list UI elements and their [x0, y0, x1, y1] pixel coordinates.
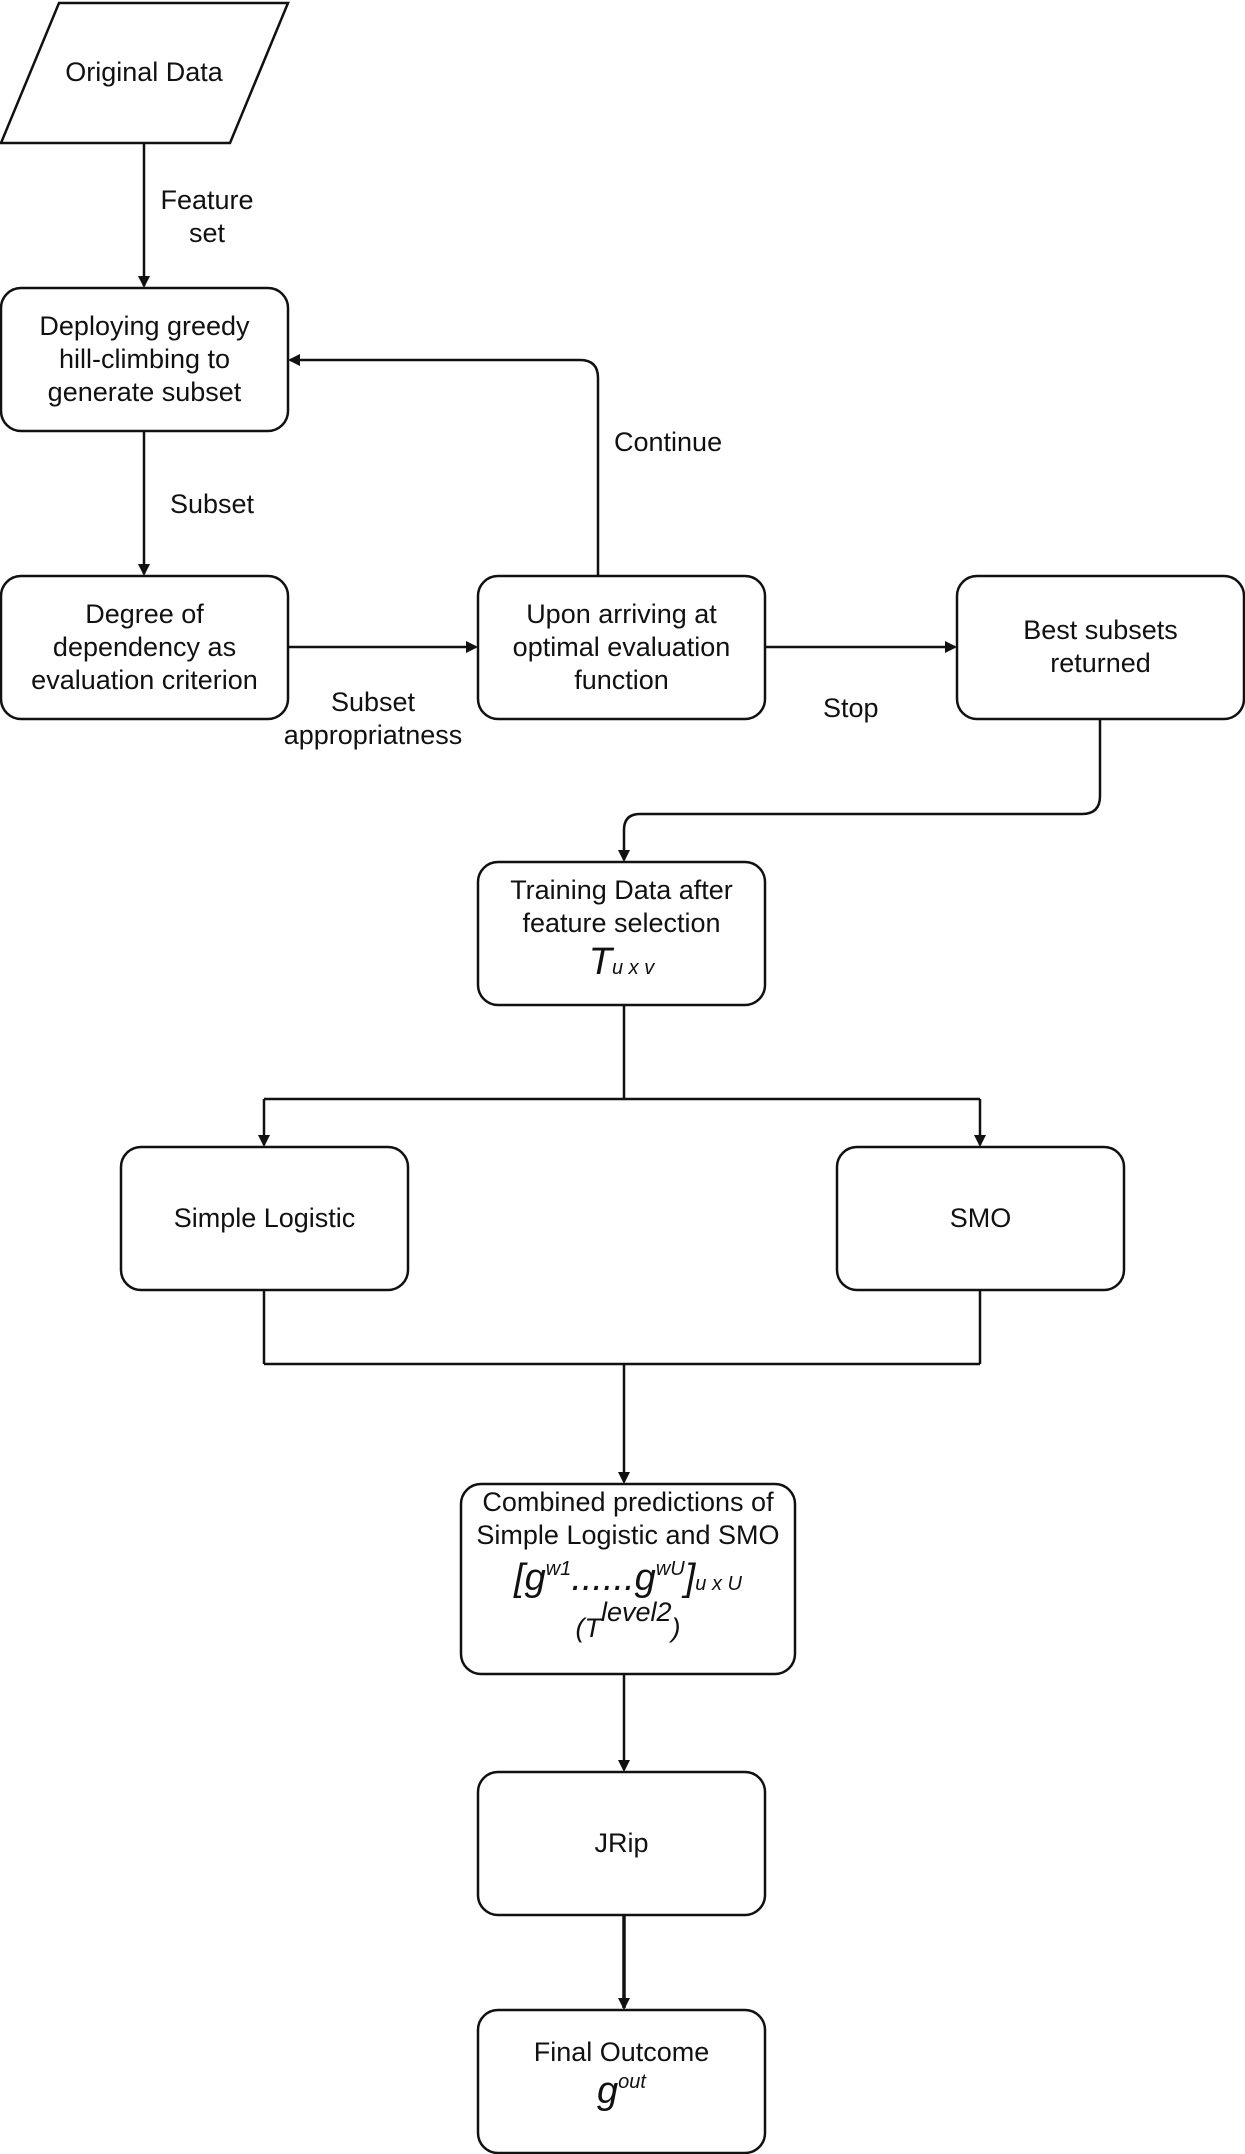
training-shape [476, 860, 767, 1007]
training-symbol: Tu x v [478, 940, 765, 990]
optimal-line-3: function [574, 665, 669, 695]
edge-label-subset: Subset [170, 488, 254, 521]
greedy-line-2: hill-climbing to [58, 344, 231, 374]
combined-dots: ...... [571, 1557, 635, 1599]
optimal-line-1: Upon arriving at [526, 599, 717, 629]
jrip-shape [476, 1770, 767, 1917]
original-data-label: Original Data [20, 56, 268, 89]
combined-open-bracket: [ [514, 1557, 525, 1599]
jrip-label: JRip [478, 1827, 765, 1860]
combined-g2: g [634, 1557, 656, 1599]
combined-t-sup: level2 [600, 1597, 672, 1627]
greedy-line-3: generate subset [47, 377, 242, 407]
optimal-line-2: optimal evaluation [512, 632, 731, 662]
combined-vector: [gw1......gwU]u x U [461, 1556, 795, 1606]
greedy-label: Deploying greedy hill-climbing to genera… [1, 310, 288, 409]
combined-g1-sup: w1 [545, 1558, 572, 1580]
edge-continue-loop [288, 354, 600, 576]
final-symbol-g: g [597, 2070, 619, 2112]
jrip-text: JRip [594, 1828, 649, 1858]
best-line-1: Best subsets [1023, 615, 1178, 645]
best-line-2: returned [1050, 648, 1151, 678]
combined-label: Combined predictions of Simple Logistic … [461, 1486, 795, 1645]
combined-line-2: Simple Logistic and SMO [476, 1520, 780, 1550]
training-line-2: feature selection [522, 908, 721, 938]
combined-tlevel: (Tlevel2) [461, 1597, 795, 1645]
simple-logistic-text: Simple Logistic [173, 1203, 356, 1233]
training-symbol-sub: u x v [611, 957, 655, 979]
final-shape [476, 2008, 767, 2154]
final-label: Final Outcome gout [478, 2036, 765, 2119]
best-label: Best subsets returned [957, 614, 1244, 680]
combined-close-bracket: ] [684, 1557, 696, 1599]
optimal-label: Upon arriving at optimal evaluation func… [478, 598, 765, 697]
combined-t-close: ) [671, 1613, 681, 1643]
smo-text: SMO [949, 1203, 1012, 1233]
edge-label-continue: Continue [614, 426, 722, 459]
final-line-1: Final Outcome [533, 2037, 710, 2067]
final-symbol-sup: out [618, 2071, 646, 2093]
training-symbol-t: T [588, 941, 612, 983]
greedy-line-1: Deploying greedy [39, 311, 250, 341]
training-label: Training Data after feature selection Tu… [478, 874, 765, 990]
edge-label-subset-appropriatness: Subset appropriatness [278, 686, 468, 752]
degree-line-2: dependency as [52, 632, 237, 662]
edge-label-stop-text: Stop [823, 693, 879, 723]
final-symbol: gout [478, 2069, 765, 2119]
edge-label-subset-appropriatness-line-2: appropriatness [283, 720, 463, 750]
edge-label-feature-set-line-2: set [188, 218, 226, 248]
combined-g1: g [524, 1557, 546, 1599]
edge-label-stop: Stop [823, 692, 879, 725]
degree-label: Degree of dependency as evaluation crite… [1, 598, 288, 697]
edge-label-feature-set-line-1: Feature [160, 185, 254, 215]
edge-label-subset-text: Subset [170, 489, 255, 519]
combined-line-1: Combined predictions of [482, 1487, 774, 1517]
degree-line-1: Degree of [85, 599, 204, 629]
combined-t-open: (T [575, 1613, 601, 1643]
combined-close-sub: u x U [695, 1573, 742, 1595]
simple-logistic-label: Simple Logistic [121, 1202, 408, 1235]
original-data-text: Original Data [65, 57, 223, 87]
edge-label-feature-set: Feature set [152, 184, 262, 250]
edge-label-continue-text: Continue [614, 427, 723, 457]
combined-g2-sup: wU [655, 1558, 685, 1580]
smo-label: SMO [837, 1202, 1124, 1235]
edge-label-subset-appropriatness-line-1: Subset [330, 687, 416, 717]
combined-shape [459, 1482, 797, 1676]
edge-best-to-training [618, 719, 1102, 862]
original-data-shape [0, 1, 290, 145]
training-line-1: Training Data after [510, 875, 733, 905]
degree-line-3: evaluation criterion [31, 665, 258, 695]
